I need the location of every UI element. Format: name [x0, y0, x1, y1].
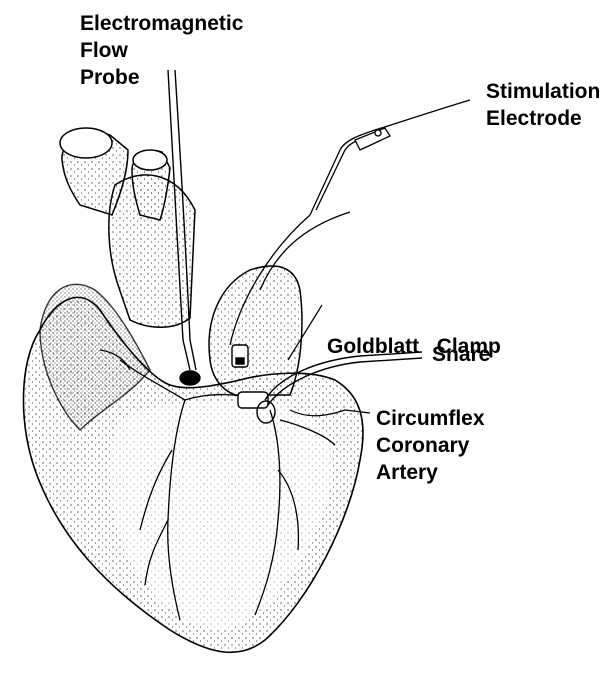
- label-line: Electrode: [486, 105, 600, 132]
- label-stimulation-electrode: Stimulation Electrode: [486, 78, 600, 132]
- aortic-branch-left-opening: [60, 128, 112, 158]
- aortic-branch-right-opening: [133, 150, 167, 170]
- label-line: Coronary: [376, 432, 485, 459]
- label-goldblatt-clamp: Goldblatt Clamp: [327, 279, 501, 387]
- label-line: Snare: [432, 341, 490, 368]
- label-line: Stimulation: [486, 78, 600, 105]
- label-snare: Snare: [432, 341, 490, 368]
- label-line: Artery: [376, 459, 485, 486]
- label-line: Circumflex: [376, 405, 485, 432]
- label-circumflex-coronary-artery: Circumflex Coronary Artery: [376, 405, 485, 486]
- label-line: Electromagnetic: [80, 10, 243, 37]
- label-line: Flow: [80, 37, 243, 64]
- label-electromagnetic-flow-probe: Electromagnetic Flow Probe: [80, 10, 243, 91]
- label-line: Probe: [80, 64, 243, 91]
